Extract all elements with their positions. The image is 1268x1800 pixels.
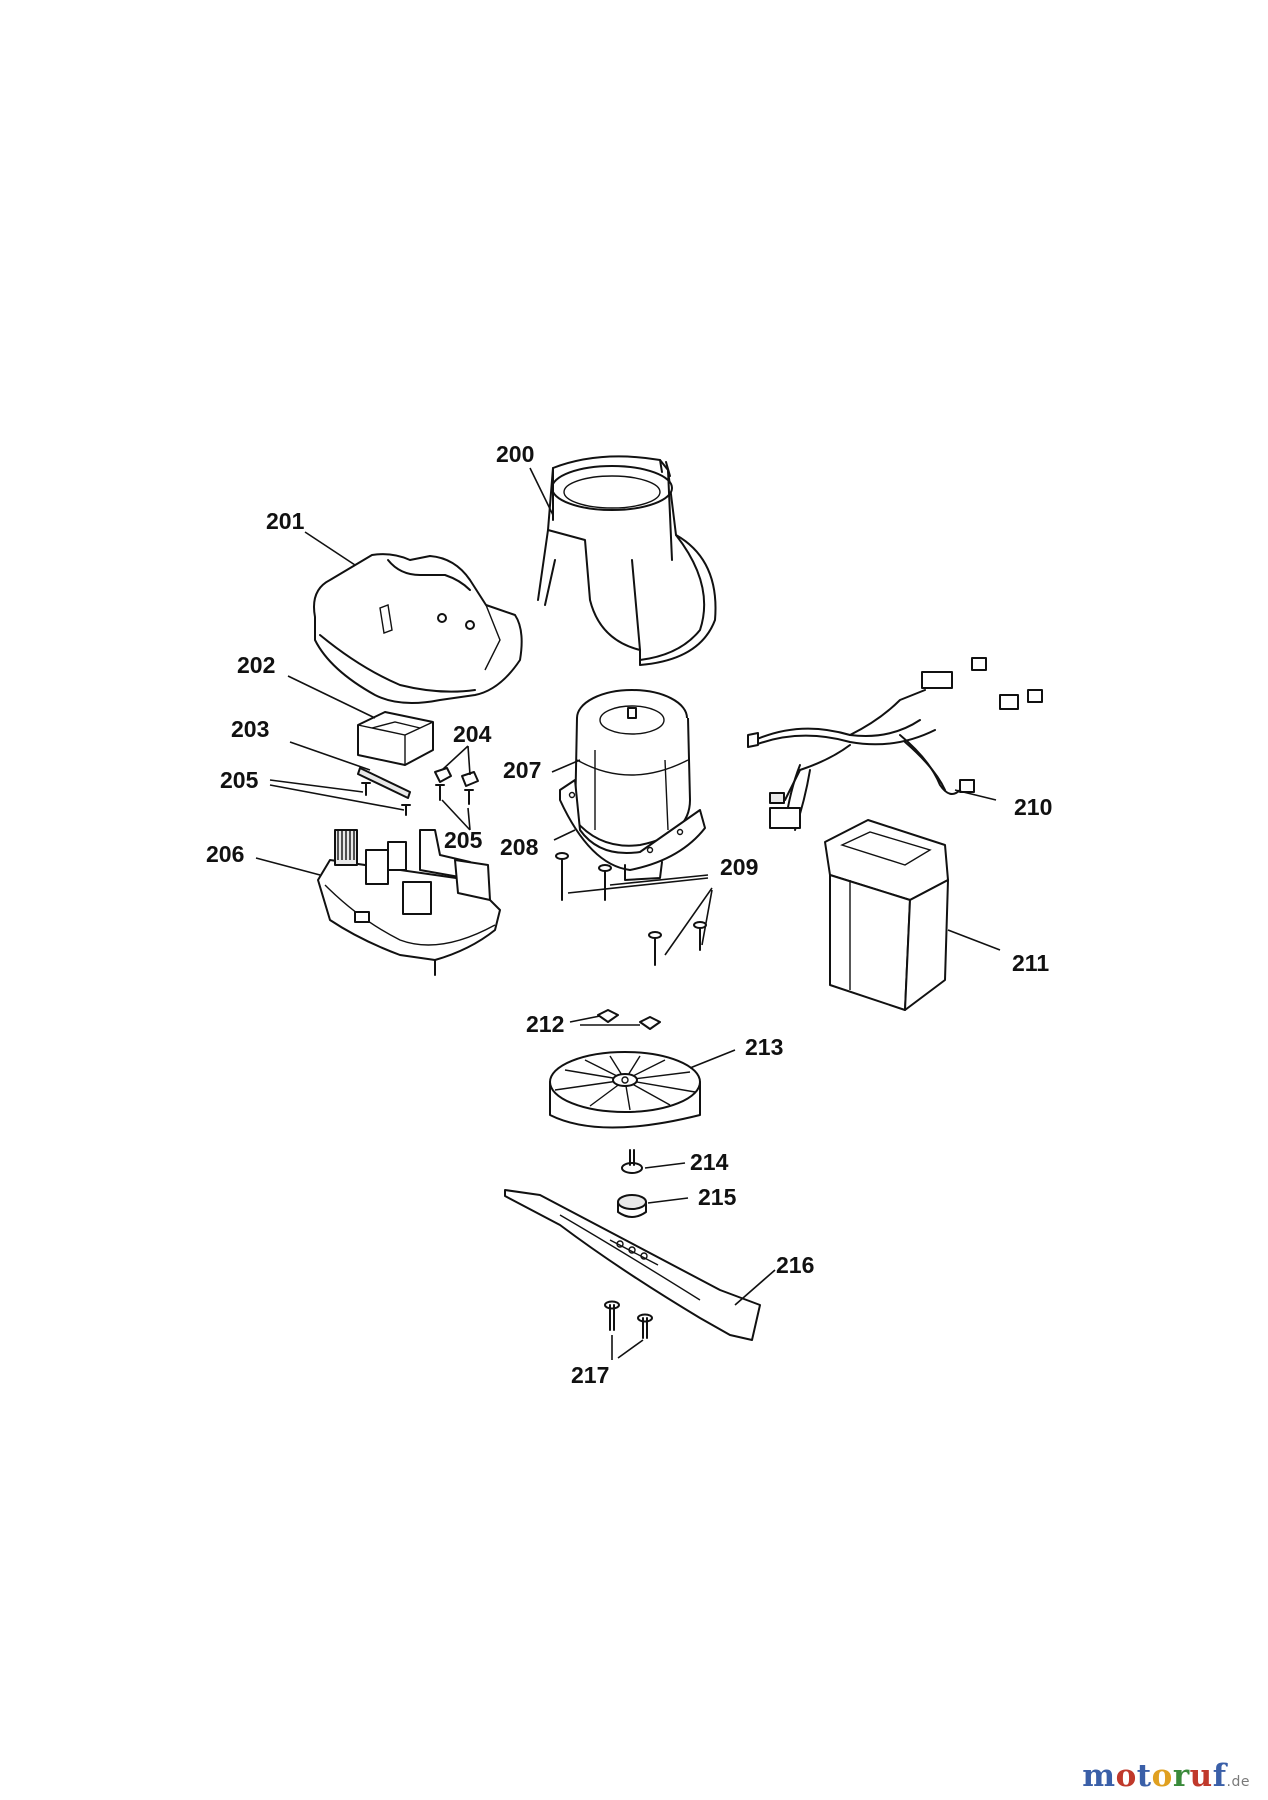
leader-lines [255, 467, 1001, 1360]
label-217: 217 [571, 1362, 609, 1388]
label-212: 212 [526, 1011, 564, 1037]
label-215: 215 [698, 1184, 737, 1210]
part-210-wiring-harness [747, 657, 1043, 831]
label-208: 208 [500, 834, 539, 860]
label-206: 206 [206, 841, 244, 867]
part-206-circuit-board [317, 829, 501, 976]
label-216: 216 [776, 1252, 814, 1278]
label-203: 203 [231, 716, 269, 742]
label-200: 200 [496, 441, 534, 467]
part-216-blade [504, 1189, 761, 1341]
label-214: 214 [690, 1149, 729, 1175]
part-205-screws [361, 782, 474, 816]
part-203-rod [357, 767, 411, 799]
part-211-battery [824, 819, 949, 1011]
label-202: 202 [237, 652, 275, 678]
part-209-screws [555, 852, 707, 966]
label-205b: 205 [444, 827, 483, 853]
watermark-letter: r [1172, 1758, 1190, 1794]
part-217-bolts [604, 1300, 653, 1339]
watermark-suffix: .de [1226, 1774, 1250, 1790]
watermark-letter: f [1212, 1758, 1227, 1794]
label-205a: 205 [220, 767, 259, 793]
label-201: 201 [266, 508, 305, 534]
part-212-nuts [597, 1009, 661, 1030]
label-207: 207 [503, 757, 541, 783]
watermark-letter: o [1115, 1758, 1137, 1794]
label-213: 213 [745, 1034, 783, 1060]
label-209: 209 [720, 854, 758, 880]
watermark-letter: m [1082, 1758, 1116, 1794]
watermark-letter: u [1189, 1758, 1213, 1794]
part-207-208-motor [559, 689, 706, 881]
part-labels: 200 201 202 203 204 205 205 206 207 208 … [206, 441, 1052, 1388]
part-200-housing [537, 455, 717, 666]
part-202-module [357, 711, 434, 766]
part-201-cover [313, 553, 523, 704]
part-215-washer [617, 1194, 647, 1218]
label-210: 210 [1014, 794, 1052, 820]
part-214-bolt [621, 1149, 643, 1174]
label-204: 204 [453, 721, 492, 747]
part-204-clips [434, 767, 479, 787]
part-213-fan [549, 1051, 701, 1129]
label-211: 211 [1012, 950, 1049, 976]
watermark-letter: t [1136, 1758, 1152, 1794]
watermark-letter: o [1151, 1758, 1173, 1794]
watermark-logo: motoruf.de [1082, 1758, 1250, 1794]
